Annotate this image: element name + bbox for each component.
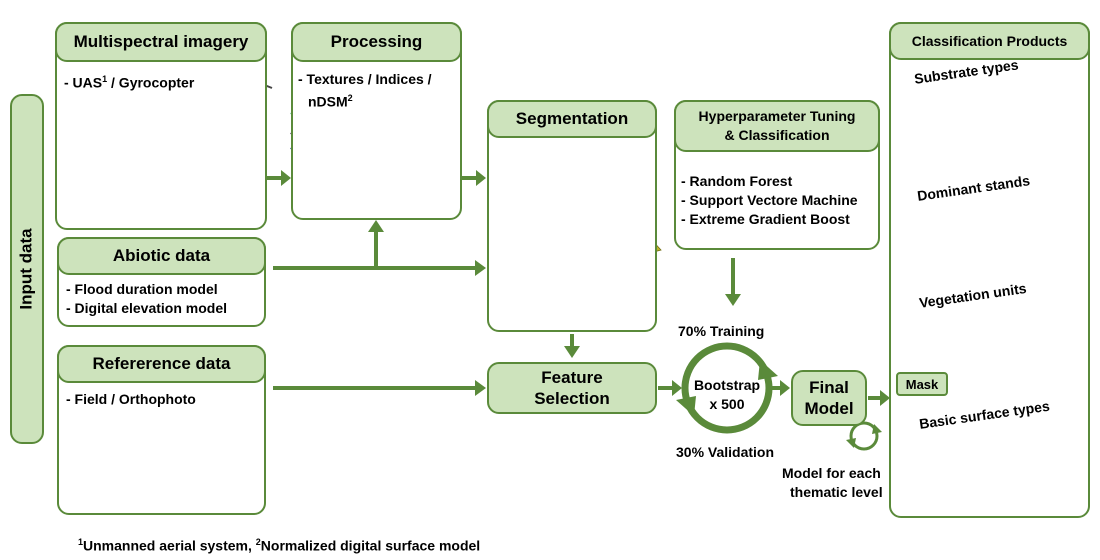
model-note: Model for each thematic level — [782, 464, 883, 502]
bootstrap-line-1: Bootstrap — [693, 377, 761, 393]
validation-label: 30% Validation — [676, 444, 775, 460]
reference-header: Refererence data — [57, 345, 266, 383]
ndsm-footnote-mark: 2 — [347, 93, 353, 103]
classifier-item: - Random Forest — [681, 173, 793, 189]
multispectral-header: Multispectral imagery — [55, 22, 267, 62]
processing-line-2: nDSM2 — [298, 89, 432, 112]
multispectral-item: - UAS1 / Gyrocopter — [64, 70, 194, 93]
model-note-line-1: Model for each — [782, 465, 881, 481]
abiotic-title: Abiotic data — [112, 246, 211, 265]
mask-label: Mask — [905, 376, 939, 392]
final-model-box: Final Model — [791, 370, 867, 426]
hyperparameter-header: Hyperparameter Tuning & Classification — [674, 100, 880, 152]
feature-selection-line-2: Selection — [534, 389, 610, 408]
processing-item: - Textures / Indices / nDSM2 — [298, 70, 432, 112]
training-label: 70% Training — [678, 323, 765, 339]
classification-header: Classification Products — [889, 22, 1090, 60]
gyrocopter-label: / Gyrocopter — [107, 74, 195, 91]
segmentation-title: Segmentation — [515, 109, 629, 128]
uas-footnote-mark: 1 — [102, 74, 108, 84]
input-data-label: Input data — [17, 228, 36, 310]
mask-box: Mask — [896, 372, 948, 396]
model-note-line-2: thematic level — [790, 484, 883, 500]
ndsm-label: nDSM — [308, 93, 348, 110]
footnote-text-2: Normalized digital surface model — [260, 537, 481, 554]
feature-selection-box: Feature Selection — [487, 362, 657, 414]
uas-label: - UAS — [64, 74, 103, 91]
bootstrap-line-2: x 500 — [709, 396, 745, 412]
processing-line-1: - Textures / Indices / — [298, 71, 432, 87]
reference-title: Refererence data — [92, 354, 231, 373]
model-cycle-icon — [846, 421, 882, 451]
classifier-list: - Random Forest - Support Vectore Machin… — [681, 172, 858, 229]
input-data-box: Input data — [10, 94, 44, 444]
segmentation-header: Segmentation — [487, 100, 657, 138]
abiotic-list: - Flood duration model - Digital elevati… — [66, 280, 227, 318]
footnote-mark-2: 2 — [255, 537, 261, 547]
hyperparameter-title-line-2: & Classification — [724, 127, 830, 143]
footnote-text-1: Unmanned aerial system, — [83, 537, 256, 554]
abiotic-item: - Flood duration model — [66, 281, 218, 297]
feature-selection-line-1: Feature — [541, 368, 603, 387]
final-model-line-2: Model — [804, 399, 854, 418]
classifier-item: - Extreme Gradient Boost — [681, 211, 850, 227]
multispectral-title: Multispectral imagery — [73, 32, 249, 51]
reference-list: - Field / Orthophoto — [66, 390, 196, 409]
bootstrap-cycle — [676, 342, 778, 434]
bootstrap-label: Bootstrap x 500 — [692, 376, 762, 414]
classifier-item: - Support Vectore Machine — [681, 192, 858, 208]
processing-title: Processing — [330, 32, 423, 51]
final-model-line-1: Final — [809, 378, 849, 397]
classification-title: Classification Products — [911, 33, 1068, 49]
abiotic-header: Abiotic data — [57, 237, 266, 275]
abiotic-item: - Digital elevation model — [66, 300, 228, 316]
footnote-mark-1: 1 — [78, 537, 84, 547]
classification-panel — [889, 22, 1090, 518]
processing-header: Processing — [291, 22, 462, 62]
hyperparameter-title-line-1: Hyperparameter Tuning — [698, 108, 856, 124]
footnote: 1Unmanned aerial system, 2Normalized dig… — [78, 533, 480, 556]
reference-item: - Field / Orthophoto — [66, 391, 196, 407]
